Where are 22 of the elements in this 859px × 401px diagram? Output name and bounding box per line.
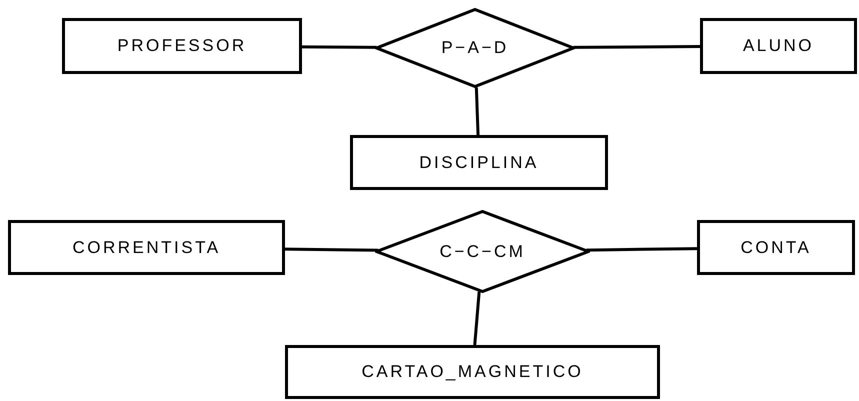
- node-label: P−A−D: [441, 38, 509, 58]
- relationship-diamond: [375, 210, 590, 293]
- node-label: CORRENTISTA: [72, 238, 221, 258]
- connector-line: [473, 292, 481, 346]
- connector-line: [573, 45, 700, 49]
- connector-line: [302, 45, 377, 49]
- node-label: ALUNO: [742, 36, 814, 56]
- connector-line: [586, 247, 698, 252]
- connector-line: [284, 248, 378, 252]
- entity-box: [350, 135, 608, 190]
- relationship-diamond: [375, 8, 575, 88]
- entity-box: [285, 345, 660, 399]
- node-label: CARTAO_MAGNETICO: [362, 362, 584, 382]
- entity-box: [8, 220, 285, 275]
- entity-box: [697, 220, 855, 275]
- entity-box: [62, 18, 302, 74]
- node-label: PROFESSOR: [117, 36, 247, 56]
- node-label: DISCIPLINA: [419, 152, 539, 172]
- node-label: CONTA: [740, 238, 812, 258]
- entity-box: [700, 18, 857, 74]
- connector-line: [474, 87, 480, 136]
- node-label: C−C−CM: [440, 242, 526, 262]
